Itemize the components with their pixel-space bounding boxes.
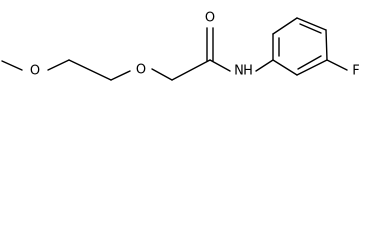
bond-o2-ch2 xyxy=(151,68,173,81)
atom-label-ether-oxygen-1: O xyxy=(30,64,40,79)
structure-diagram: O O O N H F xyxy=(1,11,360,81)
atom-label-amide-nitrogen: N xyxy=(234,64,244,79)
ring-inner-bond-3 xyxy=(297,55,322,70)
bond-ch2-carbonyl xyxy=(171,59,211,81)
bond-carbonyl-n xyxy=(209,59,231,72)
bond-methyl-o1 xyxy=(1,60,23,71)
bond-n-ring xyxy=(255,59,274,72)
bond-ch2-ch2 xyxy=(68,59,112,81)
ring-bond-4 xyxy=(325,29,328,61)
atom-label-carbonyl-oxygen: O xyxy=(205,11,215,26)
ring-inner-bond-2 xyxy=(299,23,322,34)
atom-label-fluorine: F xyxy=(352,64,359,79)
ring-bond-3 xyxy=(296,17,327,31)
bond-group xyxy=(1,17,348,81)
ring-bond-2 xyxy=(272,17,298,35)
atom-label-ether-oxygen-2: O xyxy=(136,63,146,78)
bond-o1-ch2 xyxy=(47,59,70,71)
bond-ch2-o2 xyxy=(110,70,131,81)
ring-bond-5 xyxy=(296,59,328,76)
bond-ring-f xyxy=(326,59,348,71)
atom-label-amide-hydrogen: H xyxy=(243,64,253,79)
ring-bond-6 xyxy=(272,59,298,76)
